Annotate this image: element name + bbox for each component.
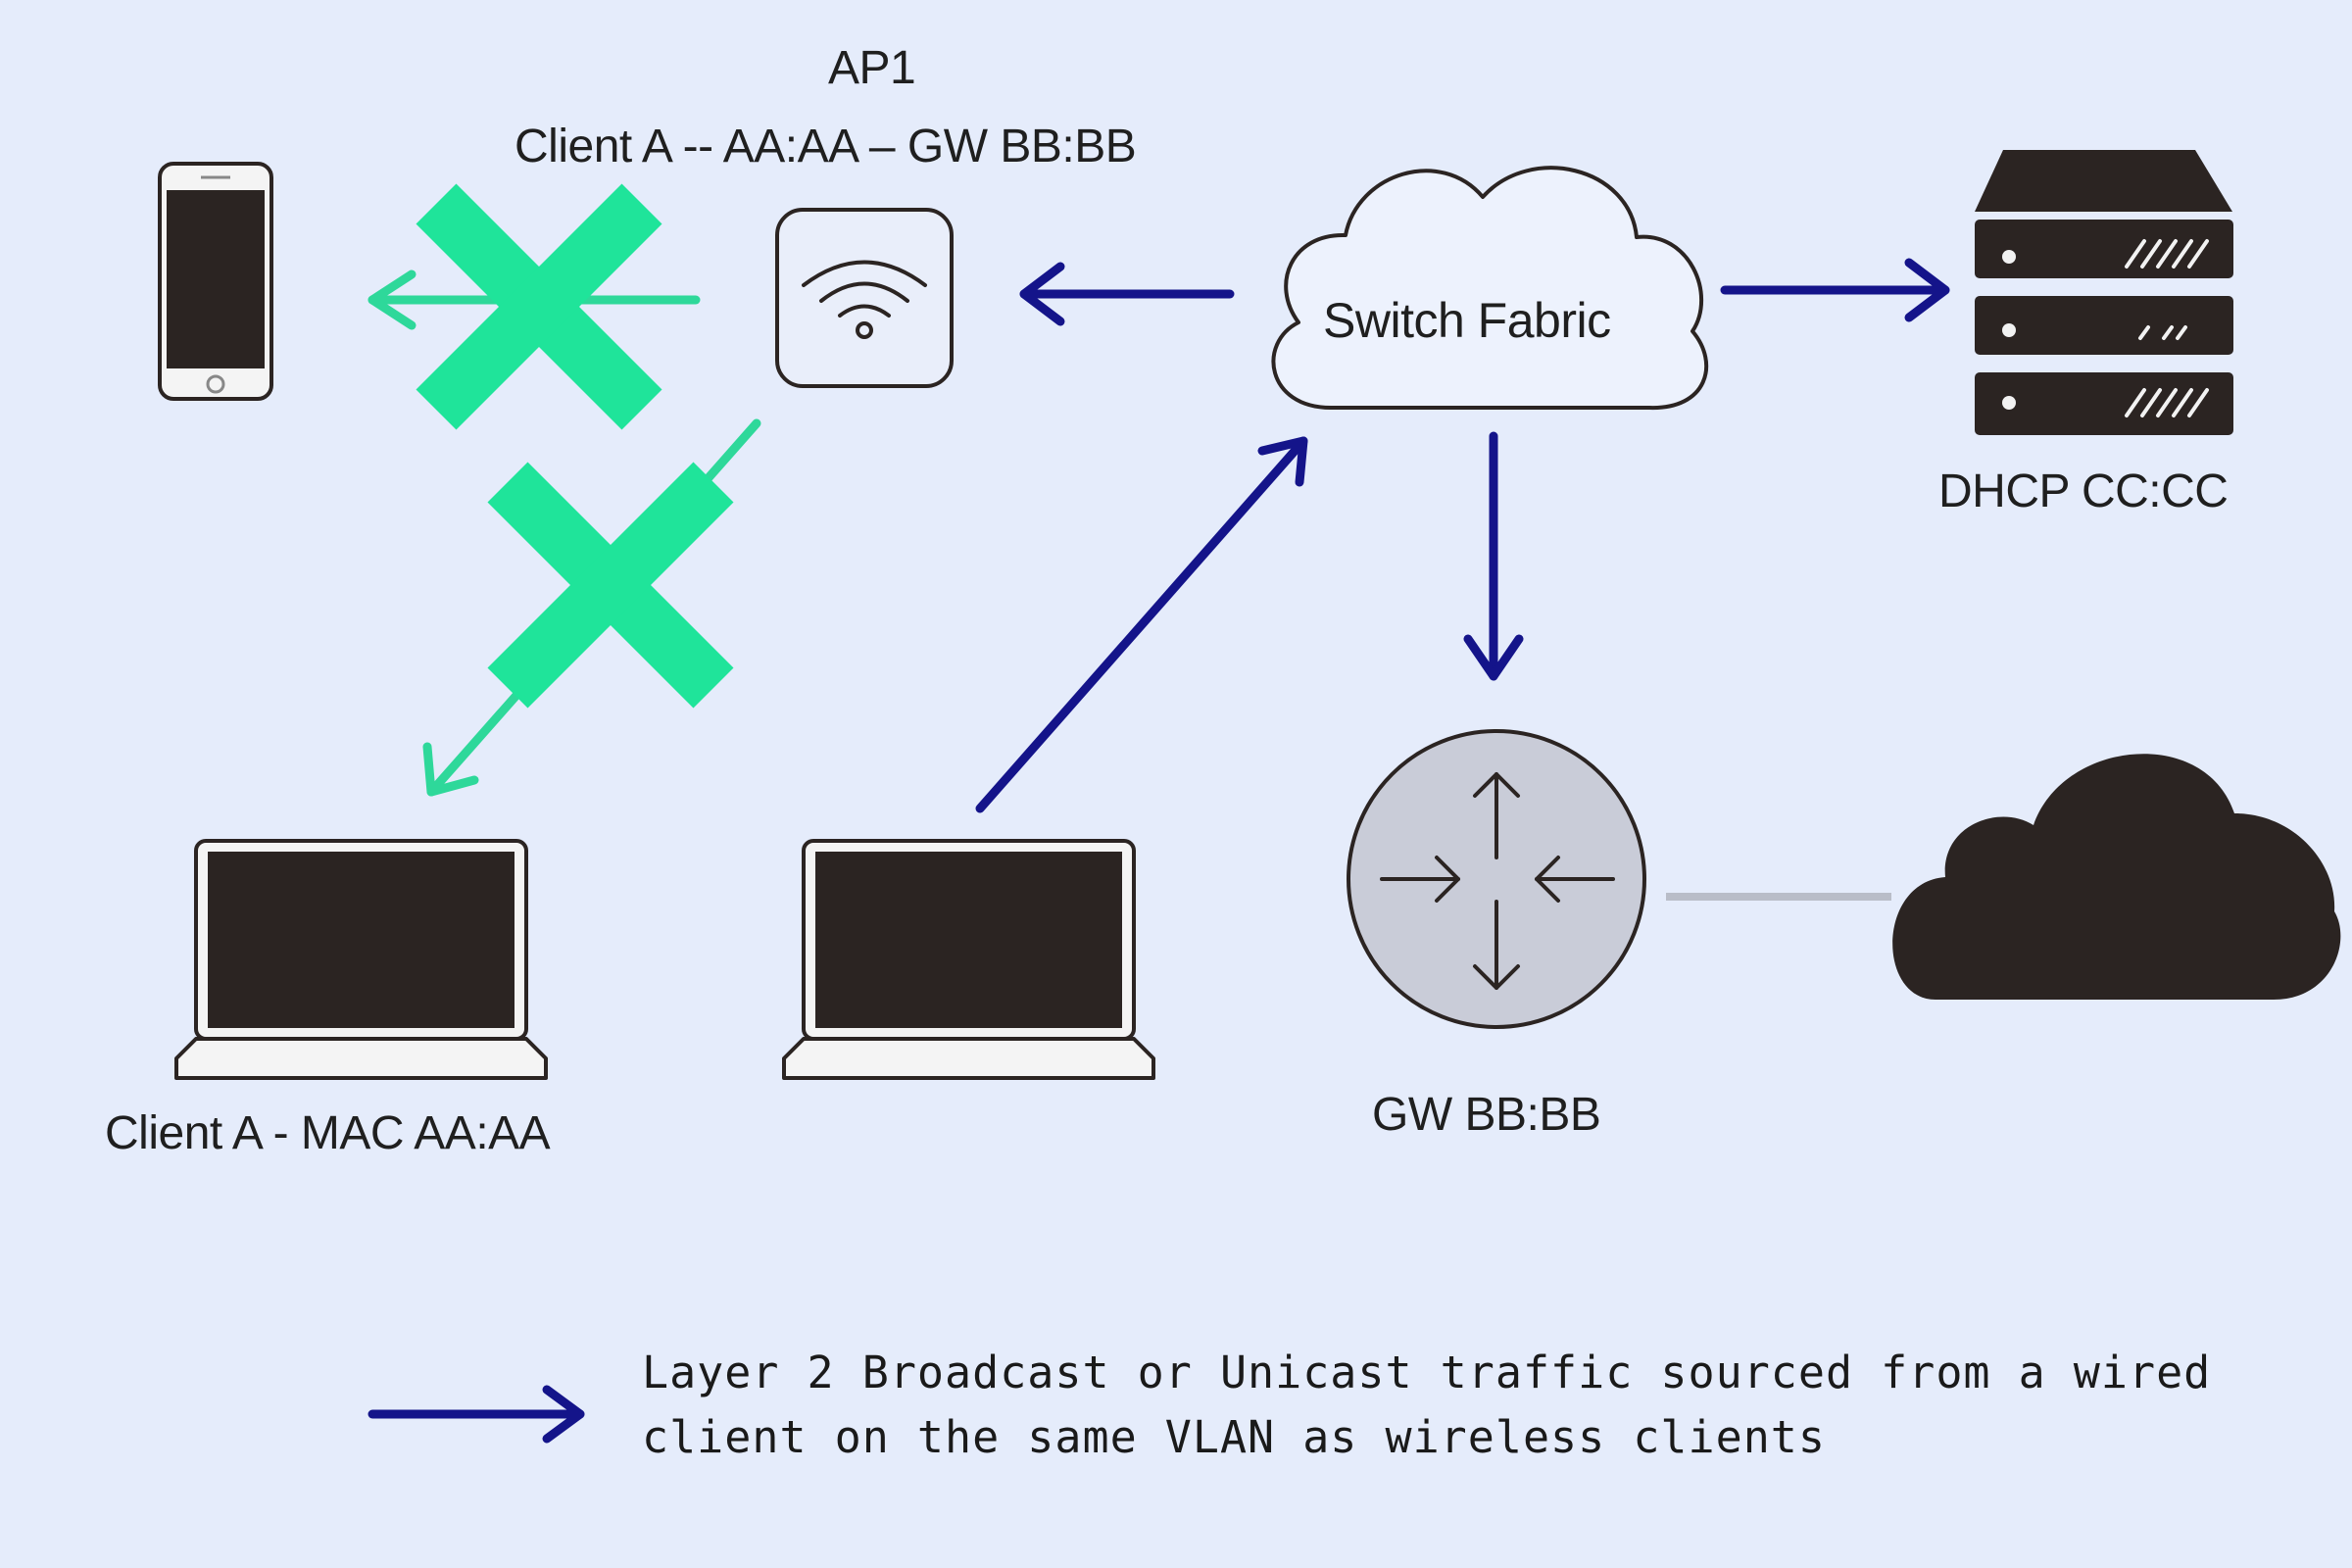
- legend-line-2: client on the same VLAN as wireless clie…: [642, 1411, 1826, 1463]
- block-x-icon: [487, 462, 734, 709]
- gateway-label: GW BB:BB: [1372, 1089, 1601, 1141]
- traffic-arrow-fabric-to-gateway: [1463, 431, 1524, 681]
- wifi-icon: [775, 208, 954, 388]
- ap-name-label: AP1: [828, 42, 916, 94]
- legend-arrow-icon: [368, 1385, 585, 1444]
- dhcp-label: DHCP CC:CC: [1938, 466, 2229, 517]
- ap-client-table-label: Client A -- AA:AA – GW BB:BB: [514, 121, 1137, 172]
- cloud-icon: [1271, 166, 1709, 411]
- traffic-arrow-fabric-to-dhcp: [1720, 258, 1950, 322]
- traffic-arrow-fabric-to-ap: [1019, 262, 1235, 326]
- legend-description: Layer 2 Broadcast or Unicast traffic sou…: [642, 1341, 2211, 1470]
- laptop-icon: [782, 839, 1155, 1080]
- phone-icon: [158, 162, 273, 401]
- router-icon: [1347, 729, 1646, 1029]
- legend-line-1: Layer 2 Broadcast or Unicast traffic sou…: [642, 1347, 2212, 1398]
- block-x-icon: [416, 183, 662, 430]
- client-a-label: Client A - MAC AA:AA: [105, 1107, 551, 1159]
- switch-fabric-label: Switch Fabric: [1323, 293, 1611, 348]
- internet-cloud-icon: [1892, 754, 2341, 1000]
- laptop-icon: [174, 839, 548, 1080]
- server-icon: [1975, 150, 2233, 435]
- traffic-arrow-laptop-to-fabric: [975, 436, 1308, 813]
